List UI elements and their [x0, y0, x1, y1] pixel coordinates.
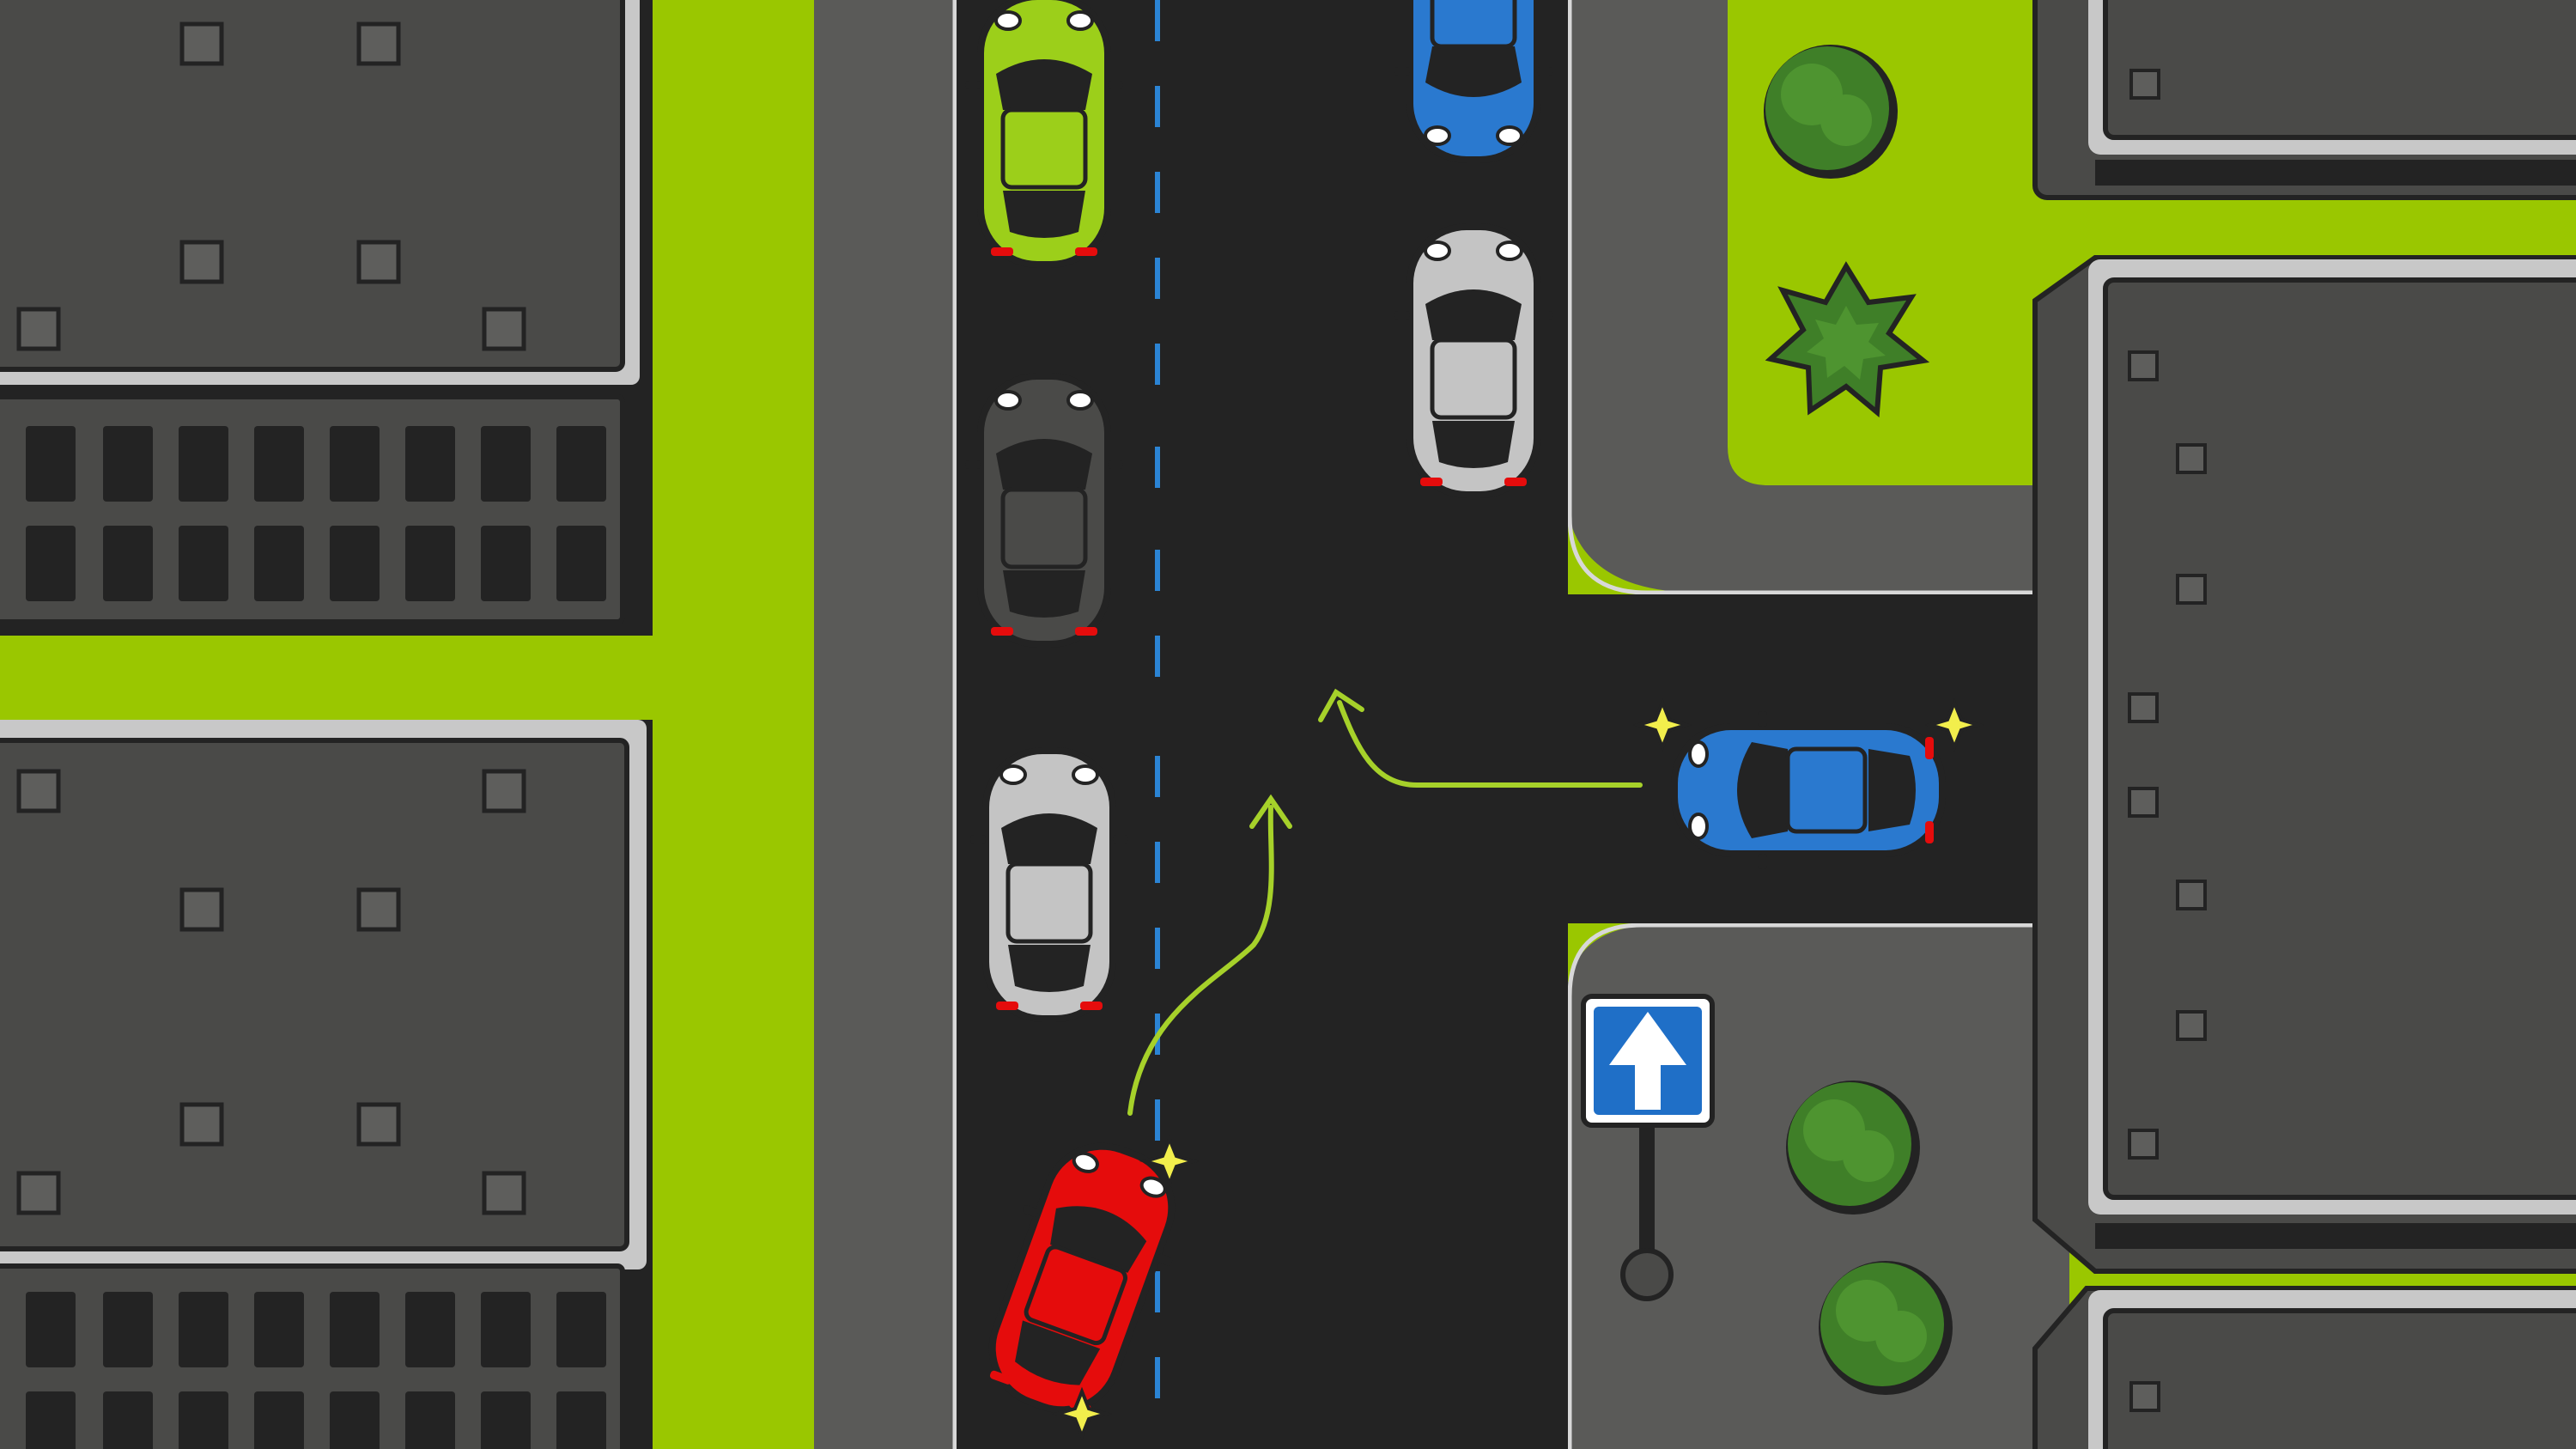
- red-car-path-arrow: [1127, 805, 1274, 1116]
- car-silver-parked-right: [1394, 223, 1552, 498]
- car-dark-parked: [965, 373, 1123, 648]
- one-way-sign: [1581, 994, 1715, 1301]
- star-sparkle-icon: [1632, 697, 1692, 752]
- car-silver-parked-left: [970, 747, 1128, 1022]
- tree-icon: [1819, 1261, 1953, 1395]
- building-left-bottom: [0, 720, 653, 1449]
- blue-car-path-arrow: [1337, 700, 1643, 788]
- right-curb-bottom: [1567, 922, 2069, 1449]
- tree-icon: [1764, 45, 1898, 179]
- tree-icon: [1786, 1081, 1920, 1215]
- building-right-middle: [2032, 255, 2576, 1274]
- one-way-arrow-icon: [1609, 1012, 1686, 1110]
- car-blue-moving: [1671, 711, 1946, 869]
- right-curb-top: [1567, 0, 2069, 595]
- star-sparkle-icon: [1139, 1134, 1200, 1189]
- left-sidewalk: [814, 0, 960, 1449]
- tree-icon: [1765, 261, 1930, 418]
- path-arrows: [1127, 688, 1643, 1116]
- right-sidewalk-top: [1564, 0, 2069, 593]
- car-lime-parked: [965, 0, 1123, 268]
- building-left-top: [0, 0, 653, 636]
- star-sparkle-icon: [1052, 1386, 1112, 1441]
- building-right-bottom: [2032, 1286, 2576, 1449]
- building-right-top: [2032, 0, 2576, 200]
- star-sparkle-icon: [1924, 697, 1984, 752]
